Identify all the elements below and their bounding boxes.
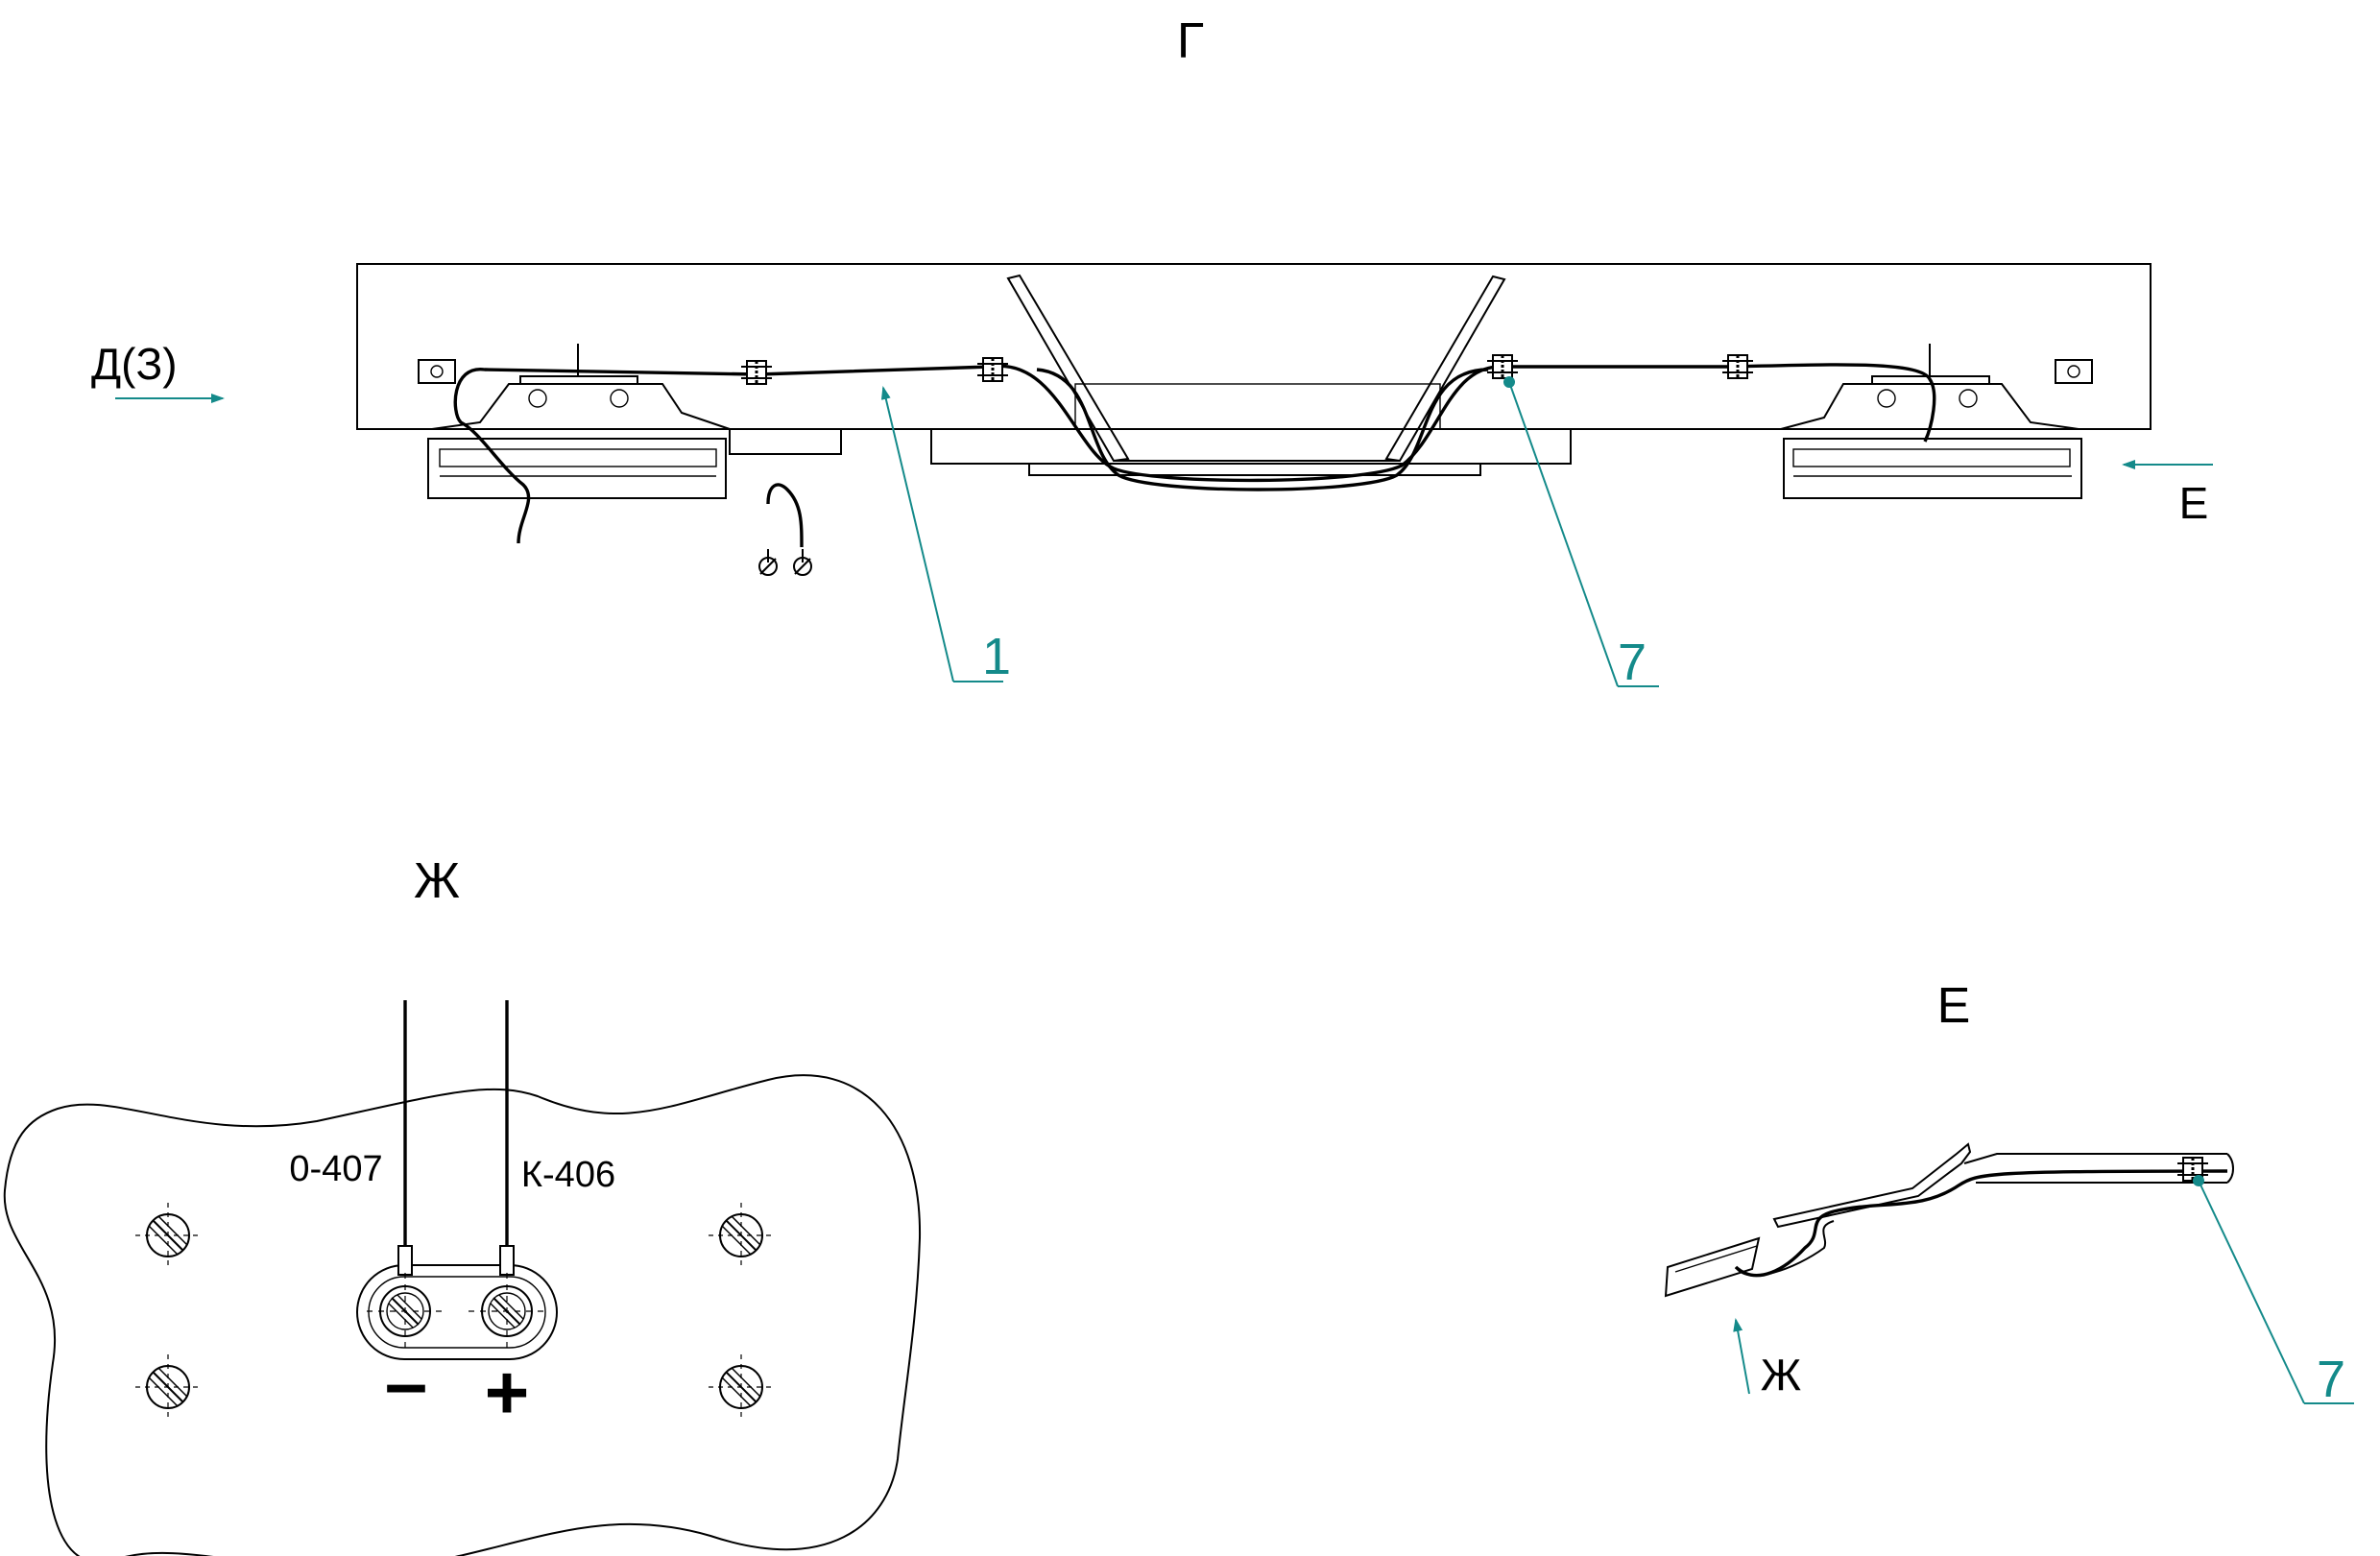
view-g: Г — [91, 13, 2213, 691]
callout-1: 1 — [880, 386, 1011, 685]
clip-2 — [975, 356, 1010, 383]
bolt-bottom-right — [708, 1353, 775, 1421]
side-clip — [2176, 1156, 2210, 1183]
polarity-plus: + — [485, 1350, 530, 1435]
breakout-outline — [3, 1074, 922, 1556]
harness-wire — [453, 363, 1936, 544]
view-e-title: Е — [1937, 978, 1971, 1034]
plate-left — [729, 428, 842, 455]
wire-label-left: 0-407 — [289, 1149, 382, 1189]
side-profile — [1664, 1142, 2234, 1298]
center-recess — [1074, 383, 1441, 430]
arrow-e-label: Е — [2179, 478, 2209, 528]
lug-right — [2055, 359, 2093, 384]
bolt-bottom-left — [134, 1353, 202, 1421]
lamp-left — [427, 344, 731, 499]
callout-1-label: 1 — [982, 628, 1011, 685]
wire-tail — [766, 483, 804, 548]
bolt-top-right — [708, 1202, 775, 1269]
arrow-zh: Ж — [1733, 1318, 1801, 1400]
arrow-d3-label: Д(З) — [91, 339, 178, 389]
arrow-d3: Д(З) — [91, 339, 225, 403]
lug-left — [418, 359, 456, 384]
plate-center-strip — [1028, 463, 1481, 476]
bolt-top-left — [134, 1202, 202, 1269]
terminal-screw-plus — [469, 1273, 545, 1350]
polarity-minus: – — [385, 1340, 428, 1425]
view-g-title: Г — [1177, 13, 1204, 69]
view-zh: Ж 0-407 К-406 — [3, 853, 922, 1556]
lamp-right — [1780, 344, 2082, 499]
ring-terminal-right — [793, 549, 812, 576]
callout-7-side: 7 — [2193, 1175, 2354, 1408]
ring-terminal-left — [758, 549, 778, 576]
arrow-e: Е — [2122, 460, 2213, 528]
callout-7-side-label: 7 — [2317, 1351, 2345, 1408]
terminal-block — [356, 1245, 558, 1360]
arrow-zh-label: Ж — [1761, 1350, 1801, 1400]
plate-center — [930, 428, 1572, 465]
view-e: Е Ж 7 — [1664, 978, 2354, 1408]
callout-7-top-label: 7 — [1618, 634, 1647, 691]
side-wire — [1734, 1169, 2228, 1278]
terminal-screw-minus — [367, 1273, 444, 1350]
wire-loop-lower — [1036, 368, 1489, 491]
callout-7-top: 7 — [1503, 376, 1659, 691]
wire-label-right: К-406 — [521, 1155, 615, 1195]
view-zh-title: Ж — [414, 853, 460, 909]
